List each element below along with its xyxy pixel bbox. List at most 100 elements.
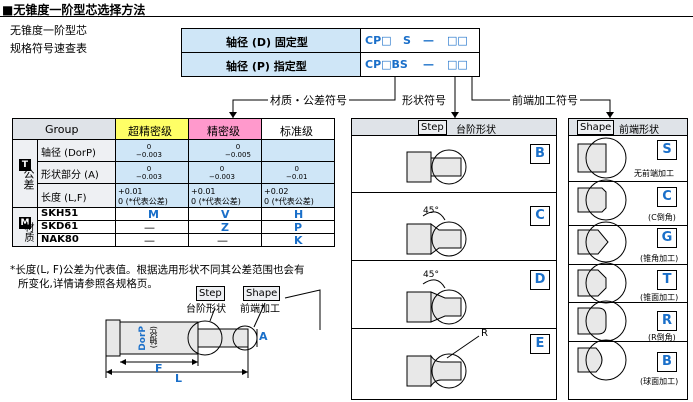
- shape-panel-tag: Shape: [577, 120, 615, 135]
- shape-drawings: [577, 137, 627, 381]
- step-option-e[interactable]: E: [530, 334, 550, 354]
- divider: [568, 225, 688, 226]
- tol-0-0-low: −0.003: [136, 151, 162, 159]
- mat-2-0: —: [144, 234, 155, 247]
- tol-1-0-up: 0: [146, 165, 152, 173]
- group-header: Group: [45, 123, 79, 136]
- pointer-tip: 前端加工符号: [510, 92, 580, 108]
- tolerance-section-label: 公差: [22, 168, 35, 190]
- step-drawings: [406, 149, 480, 389]
- code-dash-1: —: [423, 34, 434, 47]
- grade-label-1: 精密级: [207, 125, 240, 138]
- code-mid-1: S: [403, 34, 411, 47]
- mat-2-1: —: [217, 234, 228, 247]
- divider: [568, 302, 688, 303]
- material-section-label: 材质: [22, 222, 33, 242]
- tol-2-0-up: +0.01: [118, 187, 143, 196]
- shape-caption-g: (锥角加工): [640, 254, 679, 263]
- shape-option-r[interactable]: R: [657, 311, 677, 331]
- divider: [351, 260, 557, 261]
- step-option-b[interactable]: B: [530, 144, 550, 164]
- mat-1-2: P: [294, 221, 303, 234]
- material-tag: M: [19, 217, 31, 229]
- row-label-0: 轴径 (DorP): [41, 148, 96, 159]
- mat-0-2: H: [294, 208, 304, 221]
- step-panel-tag: Step: [418, 120, 447, 135]
- step-e-radius: R: [481, 328, 488, 339]
- tol-0-1-up: 0: [235, 143, 241, 151]
- shape-option-g[interactable]: G: [657, 228, 677, 248]
- divider: [568, 341, 688, 342]
- diagram-a-label: A: [259, 330, 268, 343]
- shape-panel-header: Shape 前端形状: [568, 118, 688, 136]
- mat-1-1: Z: [221, 221, 229, 234]
- diagram-dorp-label: DorP: [138, 326, 148, 351]
- step-option-d[interactable]: D: [530, 270, 550, 290]
- diagram-dorp-sub: (轴径): [149, 326, 158, 349]
- intro-line-1: 无锥度一阶型芯: [10, 24, 87, 37]
- divider: [568, 264, 688, 265]
- tol-0-1-low: −0.005: [225, 151, 251, 159]
- tol-2-2-up: +0.02: [264, 187, 289, 196]
- material-name-0: SKH51: [41, 208, 79, 219]
- diagram-step-label: Step: [196, 286, 225, 301]
- diagram-shape-label: Shape: [243, 286, 281, 301]
- tol-2-1-low: 0 (*代表公差): [191, 197, 241, 206]
- code-label-cell-2: 轴径 (P) 指定型: [181, 52, 361, 77]
- code-prefix-2: CP□BS: [365, 58, 408, 71]
- code-prefix-1: CP□: [365, 34, 392, 47]
- grade-cell-2: 标准级: [261, 118, 335, 140]
- mat-1-0: —: [144, 221, 155, 234]
- step-option-c[interactable]: C: [530, 206, 550, 226]
- tol-2-0: +0.01 0 (*代表公差): [115, 183, 189, 208]
- intro-line-2: 规格符号速查表: [10, 42, 87, 55]
- pointer-material: 材质・公差符号: [268, 92, 349, 108]
- row-label-2: 长度 (L,F): [41, 193, 87, 204]
- mat-2-2: K: [294, 234, 303, 247]
- shape-option-t[interactable]: T: [657, 270, 677, 290]
- tol-0-0-up: 0: [146, 143, 152, 151]
- shape-caption-s: 无前端加工: [634, 169, 674, 178]
- mat-0-0: M: [148, 208, 159, 221]
- note-line-1: *长度(L, F)公差为代表值。根据选用形状不同其公差范围也会有: [10, 264, 305, 276]
- shape-option-s[interactable]: S: [657, 140, 677, 160]
- pin-diagram: [105, 289, 321, 378]
- diagram-step-sub: 台阶形状: [186, 304, 226, 315]
- diagram-f-label: F: [155, 362, 163, 375]
- shape-option-b[interactable]: B: [657, 352, 677, 372]
- step-panel-title: 台阶形状: [456, 125, 496, 136]
- tol-1-0-low: −0.003: [136, 173, 162, 181]
- tol-1-2-up: 0: [294, 165, 299, 173]
- mat-2-2-cell: K: [261, 233, 335, 247]
- pointer-shape: 形状符号: [400, 92, 448, 108]
- diagram-l-label: L: [175, 372, 183, 385]
- code-label-2: 轴径 (P) 指定型: [226, 60, 307, 73]
- code-label-cell-1: 轴径 (D) 固定型: [181, 28, 361, 53]
- row-label-1: 形状部分 (A): [41, 170, 99, 181]
- shape-caption-r: (R倒角): [648, 333, 676, 342]
- tol-1-1-up: 0: [219, 165, 225, 173]
- material-name-1: SKD61: [41, 221, 79, 232]
- divider: [351, 192, 557, 193]
- row-label-cell-2: 长度 (L,F): [37, 183, 116, 208]
- mat-0-1: V: [221, 208, 230, 221]
- step-c-angle: 45°: [423, 206, 439, 216]
- tol-1-1-low: −0.003: [209, 173, 235, 181]
- step-panel-header: Step 台阶形状: [351, 118, 557, 136]
- tol-2-2-low: 0 (*代表公差): [264, 197, 314, 206]
- tol-1-2-low: −0.01: [286, 173, 308, 181]
- shape-caption-c: (C倒角): [648, 213, 676, 222]
- tol-2-0-low: 0 (*代表公差): [118, 197, 168, 206]
- tolerance-tag: T: [19, 159, 31, 171]
- step-d-angle: 45°: [423, 270, 439, 280]
- code-dash-2: —: [423, 58, 434, 71]
- header-bar: ■无锥度一阶型芯选择方法: [0, 0, 693, 17]
- diagram-shape-sub: 前端加工: [240, 304, 280, 315]
- page-title: ■无锥度一阶型芯选择方法: [2, 3, 146, 17]
- code-tail-2: □□: [447, 58, 468, 71]
- tol-2-2: +0.02 0 (*代表公差): [261, 183, 335, 208]
- shape-option-c[interactable]: C: [657, 187, 677, 207]
- divider: [351, 135, 557, 136]
- shape-panel-title: 前端形状: [619, 125, 659, 136]
- code-label-1: 轴径 (D) 固定型: [226, 36, 308, 49]
